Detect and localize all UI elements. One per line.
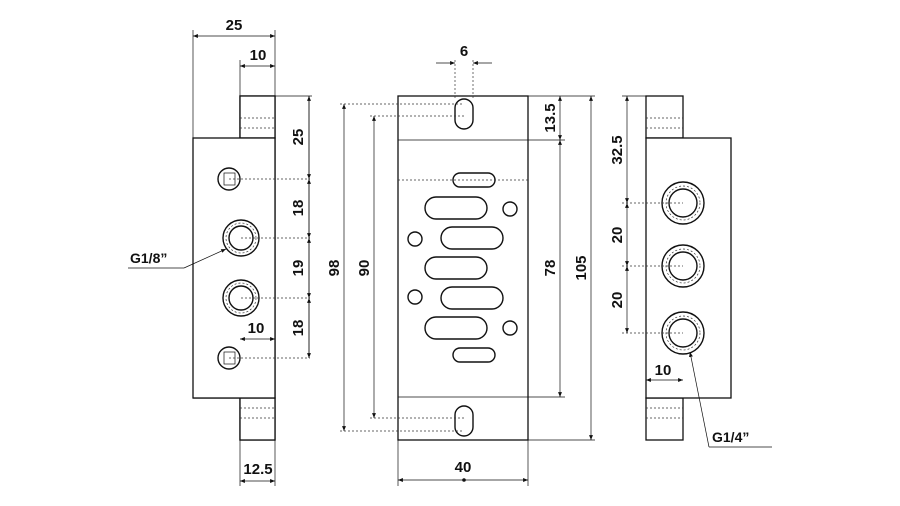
front-dim-98: 98: [326, 260, 343, 277]
right-top-tab: [645, 95, 684, 139]
left-dim-bottom: 12.5: [243, 461, 272, 478]
front-dim-top-offset: 13.5: [542, 103, 559, 132]
front-dim-slot: 6: [460, 43, 468, 60]
left-dim-v4: 18: [290, 320, 307, 337]
left-top-tab: [239, 95, 276, 139]
left-dim-top-inner: 10: [250, 47, 267, 64]
front-bottom-mounting-slot: [454, 405, 474, 437]
right-side-view: 32.5 20 20 10 G1/4”: [609, 95, 772, 448]
right-thread-label: G1/4”: [712, 429, 749, 445]
right-dim-pitch-2: 20: [609, 292, 626, 309]
front-dim-width: 40: [455, 459, 472, 476]
right-bottom-tab: [645, 397, 684, 441]
left-dim-top-width: 25: [226, 17, 243, 34]
right-dim-width: 10: [655, 362, 672, 379]
left-dim-v1: 25: [290, 129, 307, 146]
front-small-holes: [407, 201, 518, 336]
front-dim-90: 90: [356, 260, 373, 277]
left-dim-v2: 18: [290, 200, 307, 217]
left-side-view: 25 10 25 18 19 18 10 12.5 G1/8”: [128, 17, 312, 486]
left-bottom-tab: [239, 397, 276, 441]
right-dim-top: 32.5: [609, 135, 626, 164]
right-dim-pitch-1: 20: [609, 227, 626, 244]
front-view: 6 13.5 78 105 98: [326, 43, 595, 486]
left-thread-label: G1/8”: [130, 250, 167, 266]
left-dim-inner-width: 10: [248, 320, 265, 337]
front-oval-ports: [424, 172, 504, 363]
front-top-mounting-slot: [454, 98, 474, 130]
front-dim-105: 105: [573, 255, 590, 280]
front-dim-78: 78: [542, 260, 559, 277]
left-dim-v3: 19: [290, 260, 307, 277]
